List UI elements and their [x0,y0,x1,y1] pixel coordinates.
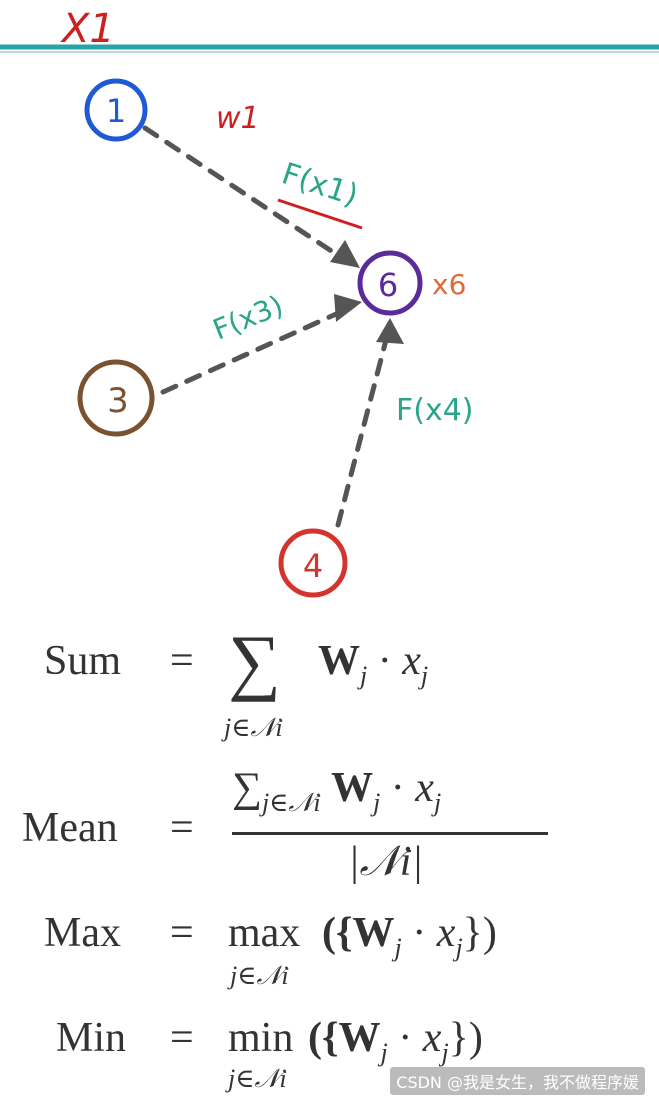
min-dot: · [398,1015,413,1061]
edges [142,125,389,528]
watermark: CSDN @我是女生，我不做程序媛 [390,1067,645,1095]
max-x: x [436,910,456,956]
mean-W: W [331,765,374,811]
max-dot: · [412,910,427,956]
node-3: 3 [77,359,155,437]
sum-under: j∈𝒩i [224,713,283,742]
mean-dot: · [390,765,405,811]
sum-term: Wj · xj [318,637,428,690]
node-6-label: 6 [378,266,398,304]
edge-4-6 [335,337,389,528]
min-under: j∈𝒩i [228,1064,287,1093]
arrowhead-3-6 [334,294,362,322]
min-open: ({W [308,1015,381,1061]
graph-diagram: 1 6 3 4 X1 w1 F(x1) x6 F(x3) F(x4) [0,6,659,598]
min-W-sub: j [380,1038,388,1067]
formula-min: Min = min ({Wj · xj}) j∈𝒩i [0,1008,659,1105]
mean-fraction-bar [232,832,548,835]
annotation-w1: w1 [216,101,260,136]
max-x-sub: j [455,933,463,962]
node-1: 1 [84,78,148,142]
annotation-x6: x6 [432,268,466,301]
arrowheads [330,240,404,344]
node-4-label: 4 [303,547,323,585]
sum-W: W [318,638,360,684]
min-x: x [422,1015,442,1061]
max-op: max [228,910,301,956]
min-op: min [228,1015,294,1061]
formula-mean: Mean = ∑j∈𝒩i Wj · xj |𝒩i| [0,760,659,895]
max-under: j∈𝒩i [230,961,289,990]
min-equals: = [170,1015,194,1061]
mean-num-sigma: ∑ [232,765,262,811]
edge-1-6 [142,125,345,261]
mean-num-sub: j∈𝒩i [261,788,321,817]
max-body: ({Wj · xj}) [322,909,497,962]
mean-denominator: |𝒩i| [348,839,423,885]
max-open: ({W [322,910,395,956]
max-equals: = [170,910,194,956]
arrowhead-1-6 [330,240,360,268]
max-label: Max [44,910,121,956]
annotation-f-x3: F(x3) [208,289,287,347]
underline-f-x1 [277,198,363,230]
mean-label: Mean [22,805,118,851]
min-body: ({Wj · xj}) [308,1014,483,1067]
mean-W-sub: j [373,788,381,817]
mean-numerator: ∑j∈𝒩i Wj · xj [232,764,441,817]
node-1-label: 1 [106,92,126,130]
sum-sigma: ∑ [228,621,281,703]
max-W-sub: j [394,933,402,962]
node-3-label: 3 [107,381,129,421]
formula-max: Max = max ({Wj · xj}) j∈𝒩i [0,905,659,1005]
arrowhead-4-6 [376,318,404,344]
node-6: 6 [357,250,423,316]
sum-x: x [402,638,421,684]
edge-3-6 [160,307,348,395]
min-x-sub: j [441,1038,449,1067]
max-close: }) [462,910,497,956]
mean-x: x [415,765,434,811]
min-label: Min [56,1015,127,1061]
node-4: 4 [278,528,348,598]
formula-sum: Sum = ∑ Wj · xj j∈𝒩i [0,625,659,755]
min-close: }) [448,1015,483,1061]
annotation-x1: X1 [60,6,115,52]
sum-equals: = [170,638,194,684]
annotation-f-x4: F(x4) [396,393,474,428]
sum-W-sub: j [360,661,368,690]
sum-x-sub: j [420,661,429,690]
sum-dot: · [377,638,392,684]
mean-equals: = [170,805,194,851]
mean-x-sub: j [433,788,442,817]
sum-label: Sum [44,638,122,684]
